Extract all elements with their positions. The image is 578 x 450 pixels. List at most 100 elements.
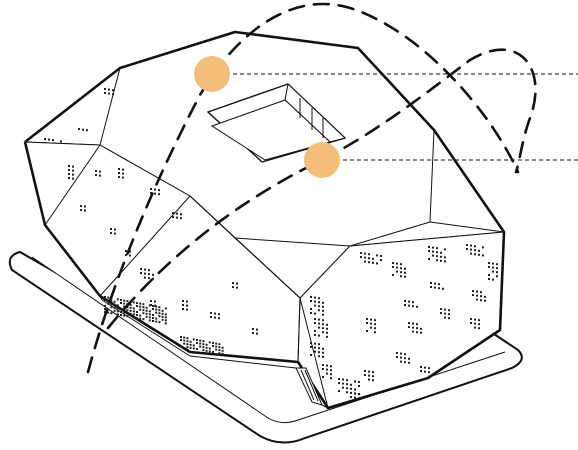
perforation-dot — [104, 305, 106, 307]
perforation-dot — [142, 309, 145, 312]
facet-edge — [429, 221, 505, 233]
perforation-dot — [164, 307, 167, 310]
perforation-dot — [113, 303, 116, 306]
perforation-dot — [310, 296, 312, 298]
plate-outline — [8, 250, 523, 444]
perforation-dot — [412, 326, 414, 329]
perforation-dot — [374, 319, 376, 322]
perforation-dot — [432, 250, 434, 253]
perforation-dot — [368, 374, 370, 377]
perforation-dot — [113, 306, 116, 309]
perforation-dot — [474, 318, 476, 321]
perforation-dot — [150, 192, 152, 194]
perforation-dot — [326, 331, 328, 334]
perforation-dot — [120, 314, 122, 316]
perforation-dot — [318, 351, 320, 354]
perforation-dot — [380, 259, 382, 261]
perforation-dot — [126, 315, 129, 318]
perforation-dot — [444, 260, 446, 263]
perforation-dot — [496, 263, 498, 266]
perforation-dot — [154, 192, 156, 195]
perforation-dot — [372, 371, 374, 374]
perforation-dot — [208, 347, 211, 350]
perforation-dot — [158, 193, 160, 196]
perforation-dot — [470, 248, 472, 251]
perforation-dot — [152, 308, 154, 310]
perforation-dot — [150, 188, 152, 190]
perforation-dot — [358, 385, 360, 387]
perforation-dot — [440, 308, 442, 310]
perforation-dot — [118, 172, 120, 174]
perforation-dot — [107, 311, 110, 314]
perforation-dot — [99, 170, 101, 173]
perforation-dot — [338, 382, 340, 384]
leader-lines — [212, 73, 578, 161]
perforation-dot — [482, 254, 484, 257]
perforation-dot — [110, 306, 113, 309]
perforation-dot — [470, 244, 472, 247]
perforation-dot — [192, 344, 195, 347]
perforation-dot — [428, 250, 430, 252]
perforation-dot — [212, 351, 214, 353]
perforation-dot — [132, 307, 135, 310]
entrance-mullion — [304, 369, 319, 402]
perforation-dot — [110, 303, 113, 306]
perforation-dot — [392, 274, 394, 276]
perforation-dot — [480, 291, 482, 294]
perforation-dot — [350, 396, 352, 398]
perforation-dot — [470, 322, 472, 324]
perforation-dot — [354, 388, 356, 391]
perforation-dot — [322, 313, 324, 316]
perforation-dot — [488, 266, 490, 268]
perforation-dot — [466, 248, 468, 250]
perforation-dot — [400, 360, 402, 363]
perforation-dot — [116, 304, 119, 307]
perforation-dot — [113, 300, 116, 303]
perforation-dot — [221, 352, 224, 355]
perforation-dot — [396, 266, 398, 269]
perforation-dot — [404, 353, 406, 356]
perforation-dot — [404, 300, 406, 302]
perforation-dot — [236, 286, 238, 289]
perforation-dot — [183, 336, 186, 339]
perforation-dot — [314, 296, 316, 299]
perforation-dot — [342, 386, 344, 389]
perforation-dot — [52, 139, 54, 142]
perforation-dot — [358, 393, 360, 396]
perforation-dot — [182, 304, 184, 306]
perforation-dot — [472, 290, 474, 292]
perforation-dot — [144, 268, 146, 271]
perforation-dot — [318, 301, 320, 304]
perforation-dot — [326, 327, 328, 330]
perforation-dot — [126, 300, 129, 303]
perforation-dot — [107, 299, 110, 302]
perforation-dot — [408, 326, 410, 328]
perforation-dot — [180, 339, 182, 341]
perforation-dot — [161, 318, 164, 321]
perforation-dot — [154, 304, 156, 307]
facet-edges — [44, 67, 505, 363]
perforation-dot — [132, 316, 135, 319]
perforation-dot — [330, 365, 332, 368]
perforation-dot — [221, 346, 224, 349]
perforation-dot — [314, 342, 316, 345]
upper-marker-circle — [194, 56, 230, 92]
perforation-dot — [104, 88, 106, 90]
perforation-dot — [400, 267, 402, 270]
perforation-dot — [440, 255, 442, 258]
perforation-dot — [129, 312, 132, 315]
perforation-dot — [72, 165, 74, 168]
perforation-dot — [372, 257, 374, 260]
perforation-dot — [72, 177, 74, 180]
perforation-dot — [152, 317, 154, 319]
perforation-dot — [136, 305, 138, 307]
perforation-dot — [318, 355, 320, 358]
perforation-dot — [186, 343, 189, 346]
perforation-dot — [132, 313, 135, 316]
perforation-dot — [354, 380, 356, 383]
perforation-dot — [196, 342, 198, 344]
perforation-dot — [444, 312, 446, 315]
perforation-dot — [346, 387, 348, 390]
facet-edge — [349, 221, 431, 247]
